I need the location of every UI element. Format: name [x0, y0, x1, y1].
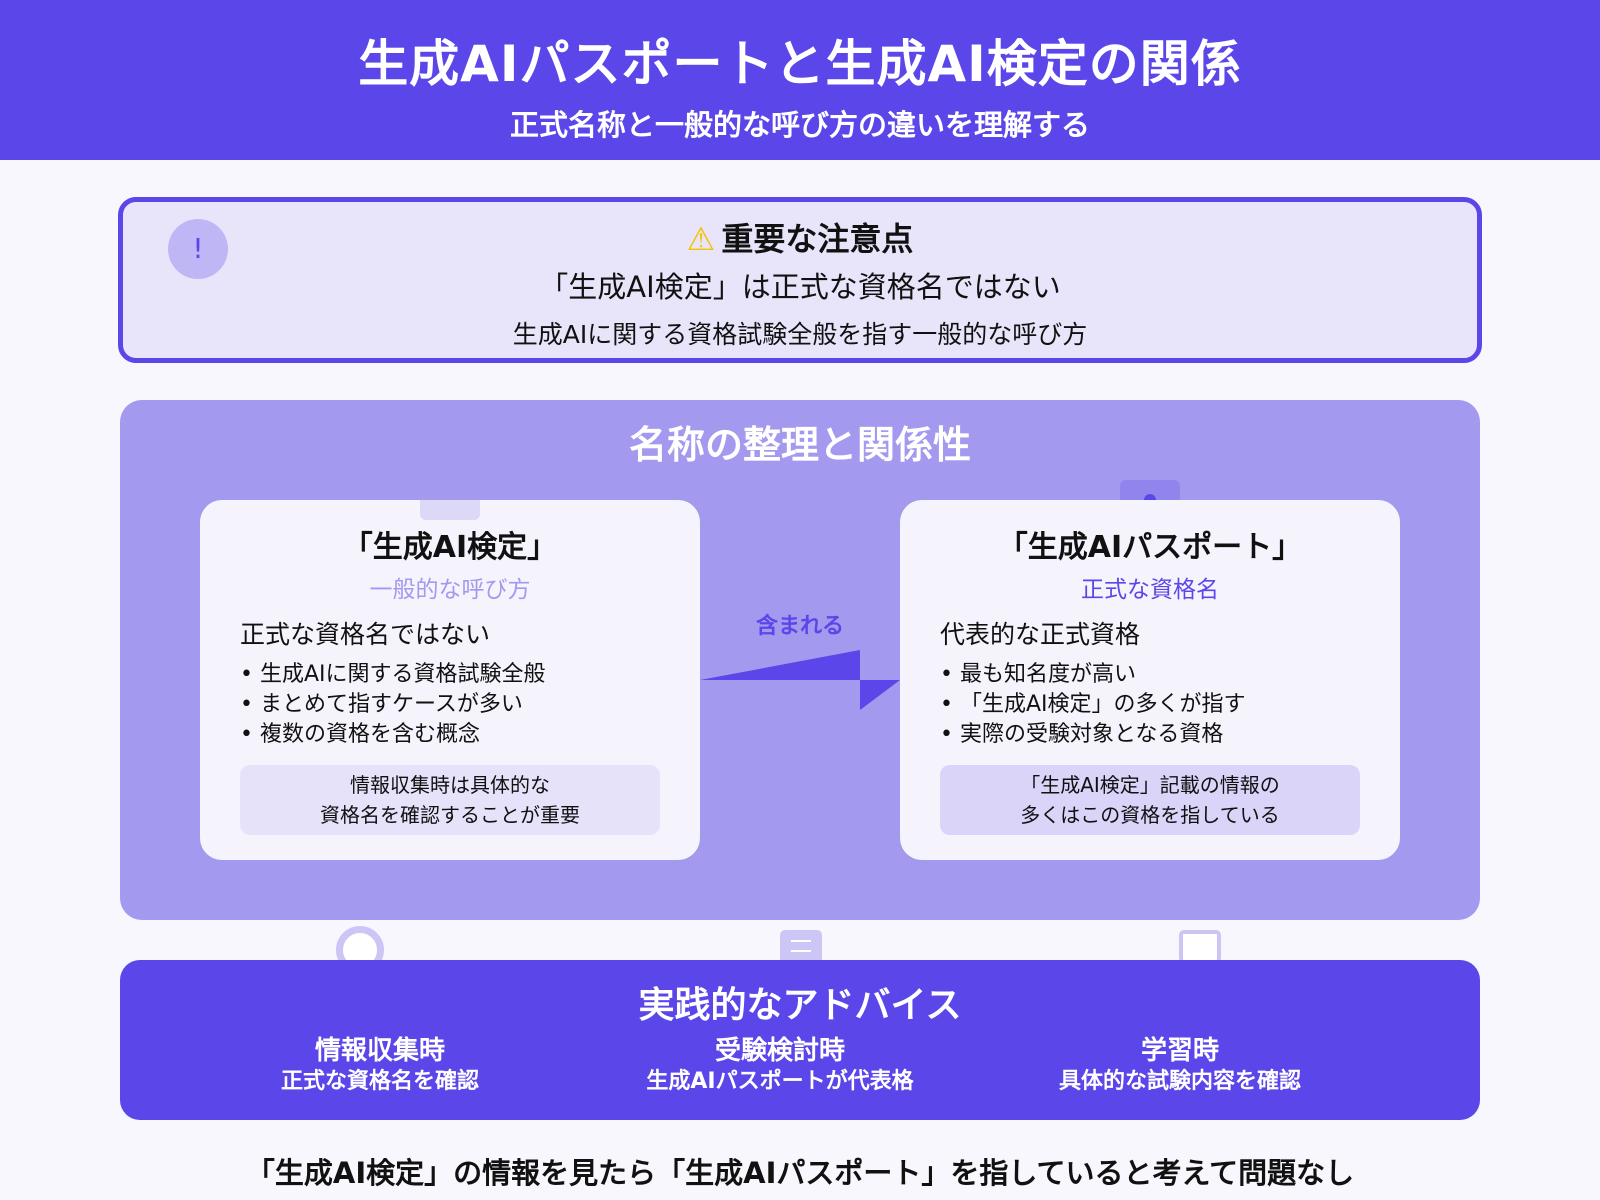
page-subtitle: 正式名称と一般的な呼び方の違いを理解する	[509, 108, 1090, 142]
arrow-right-icon	[700, 650, 900, 710]
notice-heading: ⚠重要な注意点	[123, 214, 1477, 260]
card-tab-decoration	[420, 500, 480, 520]
bullet-item: まとめて指すケースが多い	[240, 690, 546, 720]
card-bullet-list: 最も知名度が高い 「生成AI検定」の多くが指す 実際の受験対象となる資格	[940, 660, 1246, 750]
bullet-item: 実際の受験対象となる資格	[940, 720, 1246, 750]
card-name: 「生成AIパスポート」	[997, 530, 1303, 565]
advice-detail: 具体的な試験内容を確認	[1058, 1069, 1301, 1094]
relation-section: 名称の整理と関係性 「生成AI検定」 一般的な呼び方 正式な資格名ではない 生成…	[120, 400, 1480, 920]
note-line: 資格名を確認することが重要	[320, 803, 580, 827]
card-official-name: 「生成AIパスポート」 正式な資格名 代表的な正式資格 最も知名度が高い 「生成…	[900, 500, 1400, 860]
advice-detail: 生成AIパスポートが代表格	[646, 1069, 914, 1094]
notice-line-1: 「生成AI検定」は正式な資格名ではない	[539, 270, 1061, 304]
advice-item: 情報収集時 正式な資格名を確認	[180, 1035, 580, 1097]
bullet-item: 生成AIに関する資格試験全般	[240, 660, 546, 690]
advice-heading: 情報収集時	[314, 1036, 445, 1066]
advice-detail: 正式な資格名を確認	[280, 1069, 479, 1094]
warning-icon: ⚠	[686, 220, 716, 258]
card-kind: 一般的な呼び方	[369, 577, 531, 603]
advice-heading: 学習時	[1140, 1036, 1219, 1066]
notice-line-2: 生成AIに関する資格試験全般を指す一般的な呼び方	[512, 320, 1088, 349]
exclamation-icon: !	[168, 219, 228, 279]
card-lead: 正式な資格名ではない	[240, 620, 491, 649]
footer-conclusion: 「生成AI検定」の情報を見たら「生成AIパスポート」を指していると考えて問題なし	[245, 1156, 1355, 1190]
card-lead: 代表的な正式資格	[940, 620, 1141, 649]
note-line: 「生成AI検定」記載の情報の	[1020, 773, 1280, 797]
notice-heading-text: 重要な注意点	[721, 220, 914, 258]
page-title: 生成AIパスポートと生成AI検定の関係	[358, 35, 1242, 93]
document-icon	[780, 930, 822, 964]
card-name: 「生成AI検定」	[342, 530, 558, 565]
advice-item: 学習時 具体的な試験内容を確認	[980, 1035, 1380, 1097]
bullet-item: 最も知名度が高い	[940, 660, 1246, 690]
card-kind: 正式な資格名	[1081, 577, 1219, 603]
relation-title: 名称の整理と関係性	[628, 423, 971, 467]
note-line: 多くはこの資格を指している	[1020, 803, 1280, 827]
advice-section: 実践的なアドバイス 情報収集時 正式な資格名を確認 受験検討時 生成AIパスポー…	[120, 960, 1480, 1120]
card-note: 「生成AI検定」記載の情報の 多くはこの資格を指している	[940, 765, 1360, 835]
arrow-label: 含まれる	[755, 614, 844, 639]
square-icon	[1179, 930, 1221, 964]
card-bullet-list: 生成AIに関する資格試験全般 まとめて指すケースが多い 複数の資格を含む概念	[240, 660, 546, 750]
note-line: 情報収集時は具体的な	[350, 773, 550, 797]
advice-title: 実践的なアドバイス	[638, 985, 962, 1026]
header-banner: 生成AIパスポートと生成AI検定の関係 正式名称と一般的な呼び方の違いを理解する	[0, 0, 1600, 160]
card-note: 情報収集時は具体的な 資格名を確認することが重要	[240, 765, 660, 835]
card-general-term: 「生成AI検定」 一般的な呼び方 正式な資格名ではない 生成AIに関する資格試験…	[200, 500, 700, 860]
advice-item: 受験検討時 生成AIパスポートが代表格	[580, 1035, 980, 1097]
bullet-item: 「生成AI検定」の多くが指す	[940, 690, 1246, 720]
important-notice-box: ! ⚠重要な注意点 「生成AI検定」は正式な資格名ではない 生成AIに関する資格…	[118, 197, 1482, 363]
advice-heading: 受験検討時	[714, 1036, 845, 1066]
bullet-item: 複数の資格を含む概念	[240, 720, 546, 750]
